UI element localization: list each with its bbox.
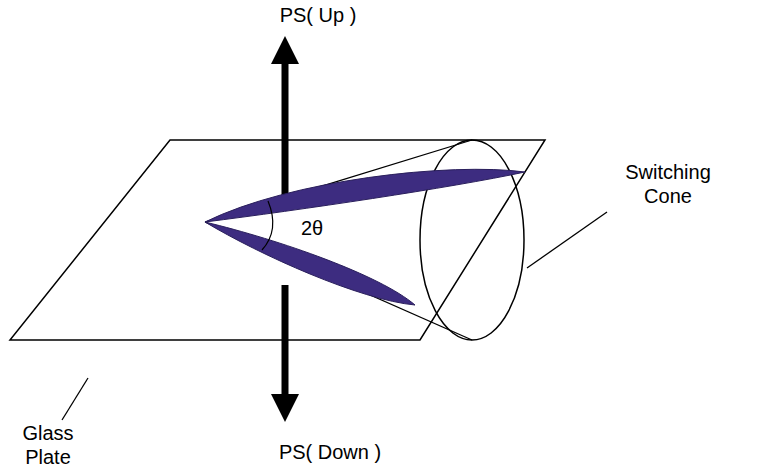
vector-label: PS( Down ): [250, 440, 410, 464]
leader-line: [527, 212, 607, 268]
molecule: [205, 169, 525, 222]
vector-label: PS( Up ): [248, 3, 388, 27]
polarization-arrow: [282, 50, 289, 200]
polarization-arrow: [282, 285, 289, 408]
leader-line: [62, 378, 88, 420]
cone-edge: [205, 222, 472, 340]
part-label: Glass Plate: [3, 421, 93, 469]
part-label: Switching Cone: [603, 160, 733, 208]
angle-label: 2θ: [292, 216, 332, 240]
angle-arc: [262, 201, 273, 250]
glass-plate: [10, 140, 545, 340]
